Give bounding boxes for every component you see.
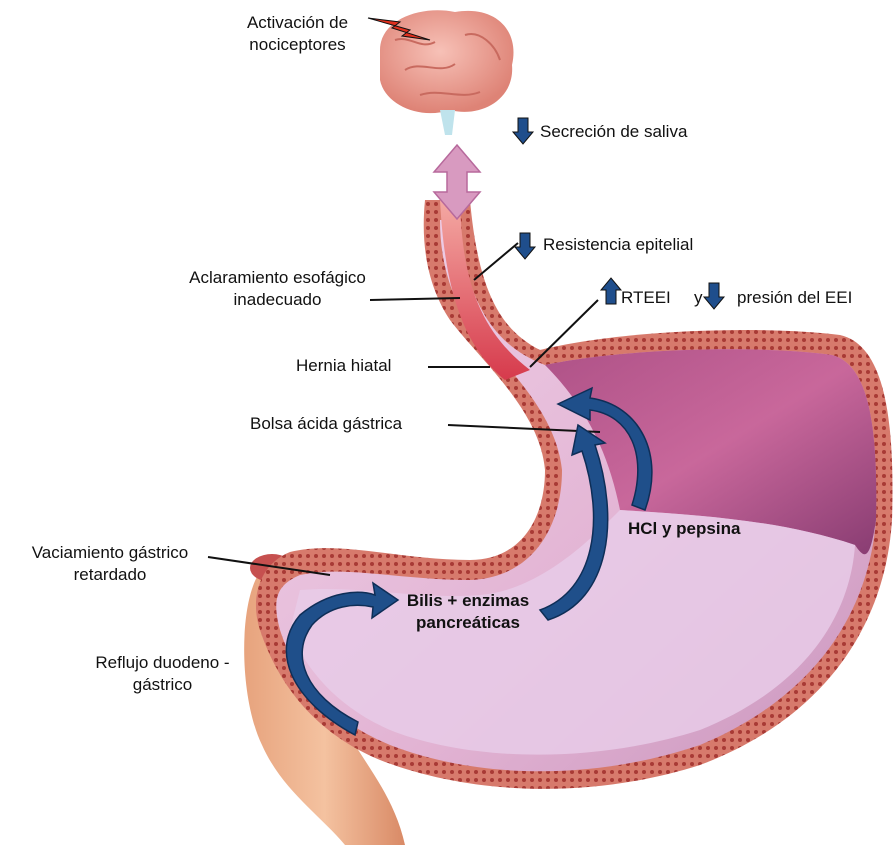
rteei-label: RTEEI [621, 287, 671, 309]
rteei-y-label: y [694, 287, 703, 309]
nociceptors-line-1: Activación de [225, 12, 370, 34]
bile-line-2: pancreáticas [388, 612, 548, 634]
hiatal-hernia-label: Hernia hiatal [296, 355, 391, 377]
epithelial-resistance-label: Resistencia epitelial [543, 234, 693, 256]
duodenal-reflux-line-1: Reflujo duodeno - [75, 652, 250, 674]
up-arrow-icon [601, 278, 621, 304]
down-arrow-icon [513, 118, 533, 144]
saliva-label: Secreción de saliva [540, 121, 687, 143]
gastric-emptying-label: Vaciamiento gástrico retardado [10, 542, 210, 586]
bile-label: Bilis + enzimas pancreáticas [388, 590, 548, 634]
clearance-line-2: inadecuado [160, 289, 395, 311]
bile-line-1: Bilis + enzimas [388, 590, 548, 612]
clearance-label: Aclaramiento esofágico inadecuado [160, 267, 395, 311]
acid-pocket-label: Bolsa ácida gástrica [250, 413, 402, 435]
duodenal-reflux-line-2: gástrico [75, 674, 250, 696]
gastric-emptying-line-2: retardado [10, 564, 210, 586]
hcl-pepsin-label: HCl y pepsina [628, 518, 740, 540]
duodenal-reflux-label: Reflujo duodeno - gástrico [75, 652, 250, 696]
down-arrow-icon [515, 233, 535, 259]
nociceptors-line-2: nociceptores [225, 34, 370, 56]
clearance-line-1: Aclaramiento esofágico [160, 267, 395, 289]
gastric-emptying-line-1: Vaciamiento gástrico [10, 542, 210, 564]
down-arrow-icon [704, 283, 724, 309]
nociceptors-label: Activación de nociceptores [225, 12, 370, 56]
les-pressure-label: presión del EEI [737, 287, 852, 309]
